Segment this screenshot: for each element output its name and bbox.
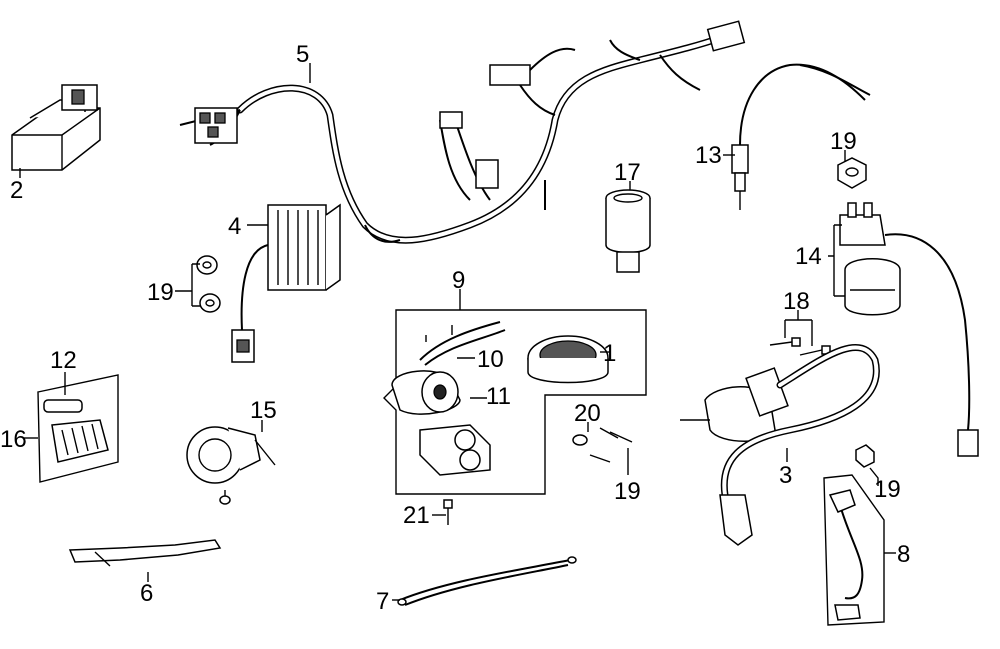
relay-part <box>11 84 101 171</box>
cable-8-part <box>823 474 885 626</box>
regulator-part <box>231 203 341 363</box>
callout-10: 10 <box>477 346 504 373</box>
callout-15: 15 <box>250 397 277 424</box>
callout-19-mid: 19 <box>614 478 641 505</box>
nuts-19-left-part <box>196 255 221 313</box>
sensor-13-part <box>731 63 871 210</box>
callout-7: 7 <box>376 588 389 615</box>
wire-7-part <box>397 556 577 606</box>
callout-1: 1 <box>603 340 616 367</box>
callout-14: 14 <box>795 243 822 270</box>
callout-18: 18 <box>783 288 810 315</box>
horn-part <box>186 426 276 505</box>
callout-5: 5 <box>296 41 309 68</box>
callout-19-right: 19 <box>874 476 901 503</box>
ignition-switch-set-part <box>383 309 647 495</box>
screw-21-part <box>443 499 453 525</box>
callout-13: 13 <box>695 142 722 169</box>
ignition-coil-part <box>680 344 880 546</box>
callout-19-left: 19 <box>147 279 174 306</box>
callout-2: 2 <box>10 177 23 204</box>
callout-17: 17 <box>614 159 641 186</box>
callout-12: 12 <box>50 347 77 374</box>
callout-8: 8 <box>897 541 910 568</box>
callout-19-top: 19 <box>830 128 857 155</box>
callout-6: 6 <box>140 580 153 607</box>
switch-17-part <box>605 189 651 273</box>
nut-19-right-part <box>855 444 875 468</box>
callout-21: 21 <box>403 502 430 529</box>
bracket-6-part <box>68 539 222 567</box>
starter-relay-part <box>839 202 979 457</box>
nut-19-part <box>837 157 867 189</box>
callout-labels: 2 5 4 19 17 13 19 14 18 12 16 15 9 10 11… <box>0 41 910 615</box>
callout-16: 16 <box>0 426 27 453</box>
screws-18-part <box>769 337 831 356</box>
callout-3: 3 <box>779 462 792 489</box>
callout-4: 4 <box>228 213 241 240</box>
fuse-holder-part <box>37 374 119 483</box>
callout-20: 20 <box>574 400 601 427</box>
callout-11: 11 <box>486 383 511 410</box>
wiring-harness-part <box>179 20 746 244</box>
callout-9: 9 <box>452 267 465 294</box>
leader-lines <box>19 63 896 601</box>
screws-20-19-part <box>572 427 633 463</box>
